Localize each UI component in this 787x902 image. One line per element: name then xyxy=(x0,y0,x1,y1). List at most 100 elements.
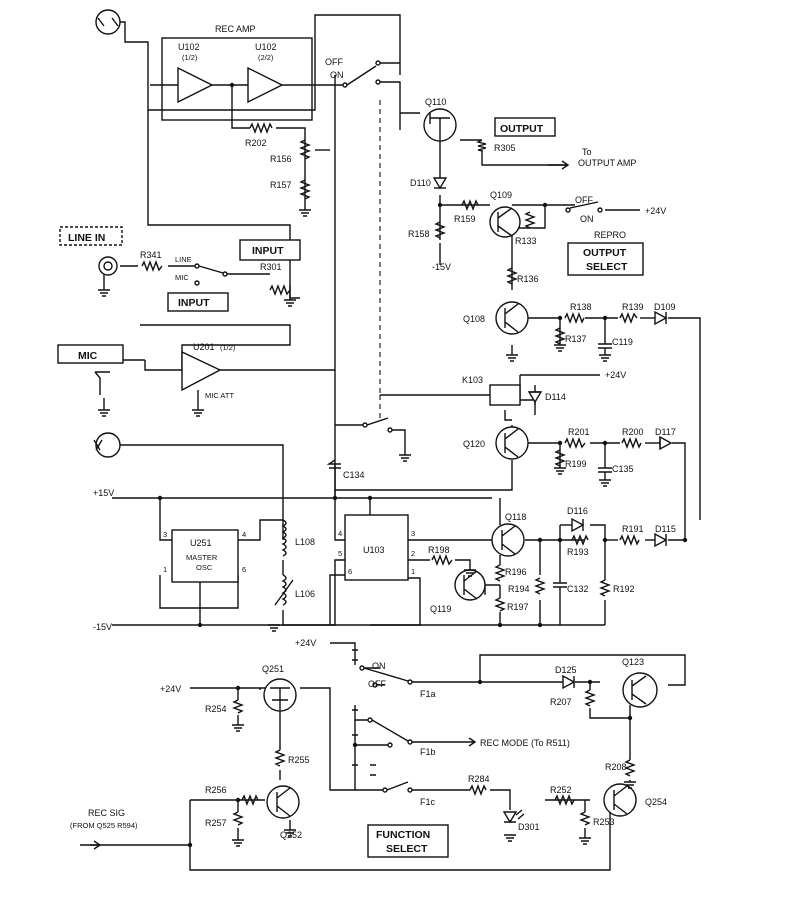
k103-label: K103 xyxy=(462,375,483,385)
rec-mode-label: REC MODE (To R511) xyxy=(480,738,570,748)
minus15-a-label: -15V xyxy=(432,262,451,272)
r200-label: R200 xyxy=(622,427,644,437)
d117-label: D117 xyxy=(655,427,676,437)
output-amp-arrow-icon xyxy=(548,160,570,170)
r284-label: R284 xyxy=(468,774,490,784)
line-in-label: LINE IN xyxy=(68,232,105,244)
input-bottom-box xyxy=(167,292,229,312)
u103-pin4: 4 xyxy=(338,529,342,538)
u103-pin3: 3 xyxy=(411,529,415,538)
mic-label: MIC xyxy=(78,350,98,362)
output-box xyxy=(494,117,556,137)
capacitors xyxy=(326,340,612,625)
q118-transistor-icon xyxy=(491,523,525,557)
plus24-a-label: +24V xyxy=(645,206,666,216)
function-select-box xyxy=(367,824,449,858)
minus15-b-label: -15V xyxy=(93,622,112,632)
r157-label: R157 xyxy=(270,180,292,190)
r194-label: R194 xyxy=(508,584,530,594)
input-top-label: INPUT xyxy=(252,245,284,257)
switches xyxy=(194,60,603,793)
q109-label: Q109 xyxy=(490,190,512,200)
rec-amp-label: REC AMP xyxy=(215,24,256,34)
r158-label: R158 xyxy=(408,229,430,239)
r207-label: R207 xyxy=(550,697,572,707)
c134-label: C134 xyxy=(343,470,365,480)
output-select-label-2: SELECT xyxy=(586,261,628,273)
junctions xyxy=(157,82,688,848)
u103-pin1: 1 xyxy=(411,567,415,576)
input-top-box xyxy=(239,239,301,261)
u251-sub2: OSC xyxy=(196,563,213,572)
repro-off-label: OFF xyxy=(575,195,593,205)
u251-pin6: 6 xyxy=(242,565,246,574)
rec-amp-frame xyxy=(161,37,313,121)
f1c-label: F1c xyxy=(420,797,436,807)
r257-label: R257 xyxy=(205,818,227,828)
u102a-label: U102 xyxy=(178,42,200,52)
r254-label: R254 xyxy=(205,704,227,714)
q254-label: Q254 xyxy=(645,797,667,807)
repro-label: REPRO xyxy=(594,230,626,240)
r133-label: R133 xyxy=(515,236,537,246)
q110-fet-icon xyxy=(423,108,457,142)
q251-transistor-icon xyxy=(263,678,297,712)
d114-label: D114 xyxy=(545,392,566,402)
plus24-d-label: +24V xyxy=(160,684,181,694)
d115-label: D115 xyxy=(655,524,676,534)
f1b-label: F1b xyxy=(420,747,436,757)
u251-pin4: 4 xyxy=(242,530,246,539)
l106-label: L106 xyxy=(295,589,315,599)
line-in-jack-icon xyxy=(98,256,118,276)
u102a-amplifier-icon xyxy=(177,66,214,104)
r193-label: R193 xyxy=(567,547,589,557)
wires xyxy=(90,14,701,871)
ground-icons xyxy=(98,209,636,847)
d109-label: D109 xyxy=(654,302,676,312)
l108-label: L108 xyxy=(295,537,315,547)
c135-label: C135 xyxy=(612,464,634,474)
r341-label: R341 xyxy=(140,250,162,260)
input-bottom-label: INPUT xyxy=(178,297,210,309)
playback-head-icon xyxy=(93,432,121,458)
u102b-label: U102 xyxy=(255,42,277,52)
u251-pin3: 3 xyxy=(163,530,167,539)
u102a-sub: (1/2) xyxy=(182,53,198,62)
c119-label: C119 xyxy=(612,337,633,347)
u251-pin1: 1 xyxy=(163,565,167,574)
u201-label: U201 xyxy=(193,342,215,352)
r201-label: R201 xyxy=(568,427,590,437)
rec-sig-label-2: (FROM Q525 R594) xyxy=(70,821,138,830)
u103-pin5: 5 xyxy=(338,549,342,558)
record-head-icon xyxy=(95,9,121,35)
r255-label: R255 xyxy=(288,755,310,765)
r136-label: R136 xyxy=(517,274,539,284)
q252-label: Q252 xyxy=(280,830,302,840)
rec-mode-arrow-icon xyxy=(455,737,477,747)
q109-transistor-icon xyxy=(489,206,521,238)
repro-on-label: ON xyxy=(580,214,594,224)
output-label: OUTPUT xyxy=(500,123,544,135)
mic-att-label: MIC ATT xyxy=(205,391,234,400)
fn-off-label: OFF xyxy=(368,679,386,689)
r191-label: R191 xyxy=(622,524,644,534)
q108-label: Q108 xyxy=(463,314,485,324)
r202-label: R202 xyxy=(245,138,267,148)
q251-label: Q251 xyxy=(262,664,284,674)
plus24-c-label: +24V xyxy=(295,638,316,648)
line-in-box xyxy=(59,226,123,246)
q119-label: Q119 xyxy=(430,604,451,614)
q119-transistor-icon xyxy=(454,569,486,601)
q123-label: Q123 xyxy=(622,657,644,667)
r137-label: R137 xyxy=(565,334,587,344)
u251-sub1: MASTER xyxy=(186,553,218,562)
to-output-amp-2: OUTPUT AMP xyxy=(578,158,636,168)
component-labels: OFF ON R202 R156 R157 R305 To OUTPUT AMP… xyxy=(70,57,676,832)
switch-on-label: ON xyxy=(330,70,344,80)
d301-label: D301 xyxy=(518,822,540,832)
q110-label: Q110 xyxy=(425,97,446,107)
r256-label: R256 xyxy=(205,785,227,795)
q120-label: Q120 xyxy=(463,439,485,449)
switch-off-label: OFF xyxy=(325,57,343,67)
